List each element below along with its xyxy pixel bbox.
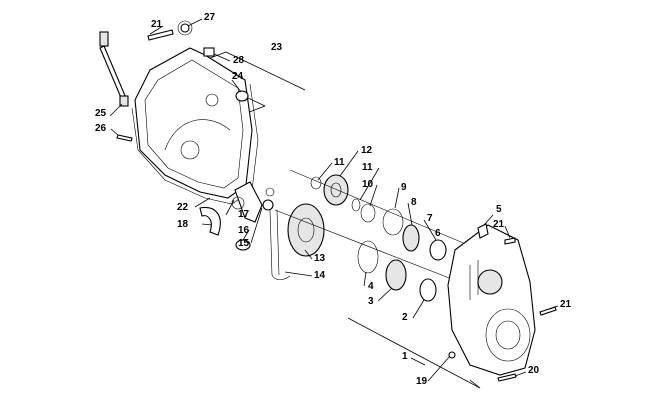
- callout-13: 13: [314, 253, 326, 264]
- callout-23: 23: [271, 42, 283, 53]
- callout-10: 10: [362, 179, 374, 190]
- sprockets: [287, 174, 349, 257]
- callout-27: 27: [204, 12, 216, 23]
- housing-bolts: [448, 237, 557, 382]
- callout-24: 24: [232, 71, 244, 82]
- callout-9: 9: [401, 182, 407, 193]
- callout-1: 1: [402, 351, 408, 362]
- chaincase-cover: [134, 47, 253, 199]
- callout-3: 3: [368, 296, 374, 307]
- callout-17: 17: [238, 209, 250, 220]
- callout-8: 8: [411, 197, 417, 208]
- callout-21: 21: [493, 219, 505, 230]
- callout-12: 12: [361, 145, 373, 156]
- bracket-1: [347, 317, 481, 389]
- callout-4: 4: [368, 281, 374, 292]
- callout-21: 21: [151, 19, 163, 30]
- top-hardware: [116, 20, 249, 142]
- callout-6: 6: [435, 228, 441, 239]
- axis-lines: [274, 169, 481, 291]
- callout-25: 25: [95, 108, 107, 119]
- drive-chain: [269, 209, 291, 280]
- callout-26: 26: [95, 123, 107, 134]
- callout-18: 18: [177, 219, 189, 230]
- cover-gasket: [131, 83, 259, 205]
- callout-22: 22: [177, 202, 189, 213]
- callout-16: 16: [238, 225, 250, 236]
- callout-15: 15: [238, 238, 250, 249]
- callout-20: 20: [528, 365, 540, 376]
- callout-5: 5: [496, 204, 502, 215]
- washers-bearings: [310, 176, 447, 302]
- callout-11: 11: [362, 162, 373, 173]
- tensioner-parts: [199, 181, 275, 251]
- callout-21: 21: [560, 299, 572, 310]
- dipstick: [99, 31, 129, 107]
- callout-7: 7: [427, 213, 433, 224]
- main-housing: [447, 223, 536, 376]
- callout-19: 19: [416, 376, 428, 387]
- callout-14: 14: [314, 270, 326, 281]
- leader-lines: [109, 18, 559, 382]
- callout-2: 2: [402, 312, 408, 323]
- callout-28: 28: [233, 55, 245, 66]
- callout-11: 11: [334, 157, 345, 168]
